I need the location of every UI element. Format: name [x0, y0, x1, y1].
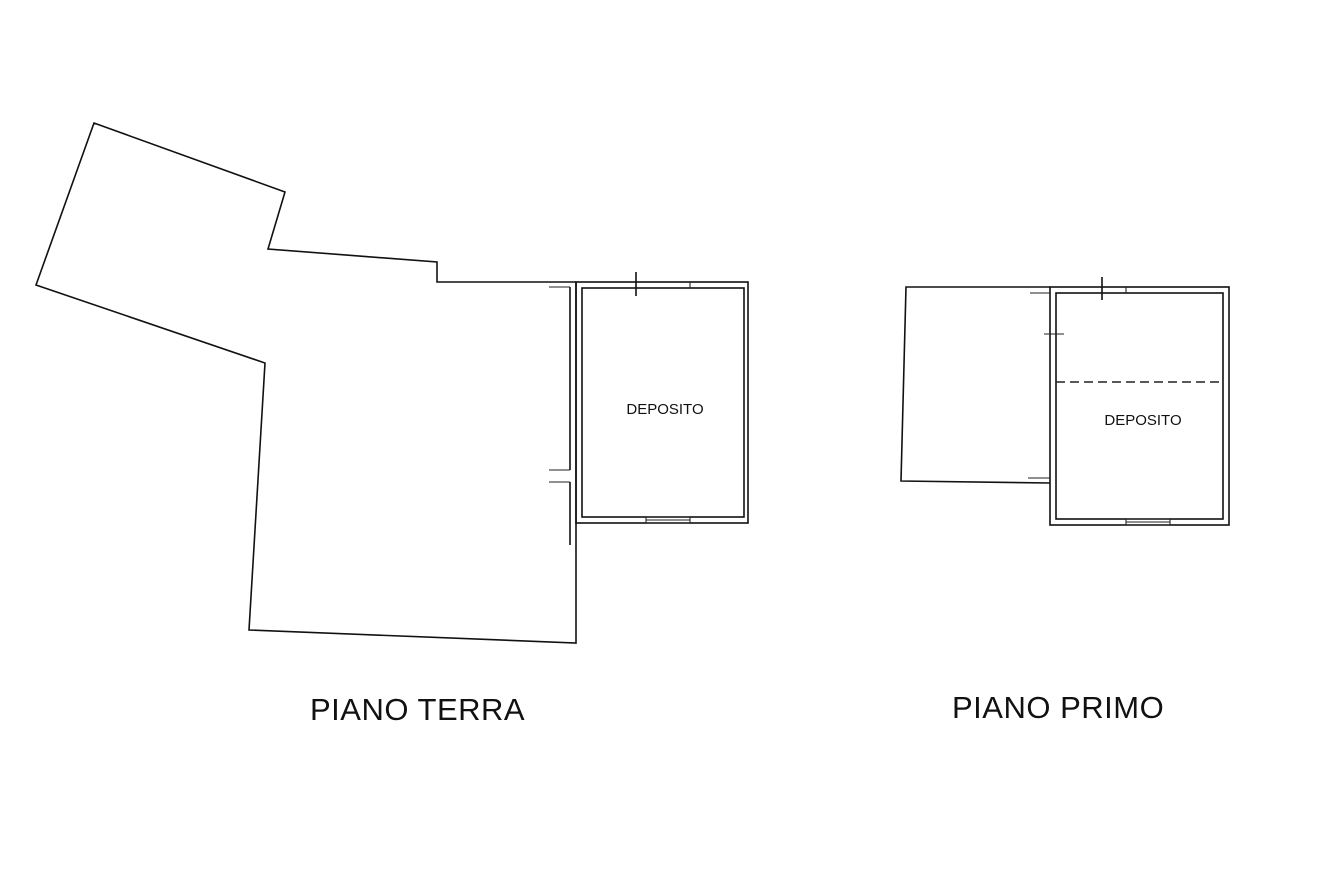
ground-floor-partition-wall: [549, 282, 577, 545]
first-floor-plan: DEPOSITO: [900, 277, 1230, 526]
first-floor-title: PIANO PRIMO: [952, 690, 1165, 725]
ground-floor-title: PIANO TERRA: [310, 692, 526, 727]
first-floor-outline: [900, 286, 1051, 484]
ground-floor-plan: DEPOSITO: [34, 121, 749, 644]
ground-floor-deposito-room: [575, 272, 749, 524]
ground-floor-outline: [34, 121, 577, 644]
ground-floor-room-label: DEPOSITO: [626, 401, 703, 418]
first-floor-window: [1125, 518, 1171, 526]
first-floor-deposito-room: [1044, 277, 1230, 526]
ground-floor-window: [645, 516, 691, 524]
first-floor-room-label: DEPOSITO: [1104, 412, 1181, 429]
